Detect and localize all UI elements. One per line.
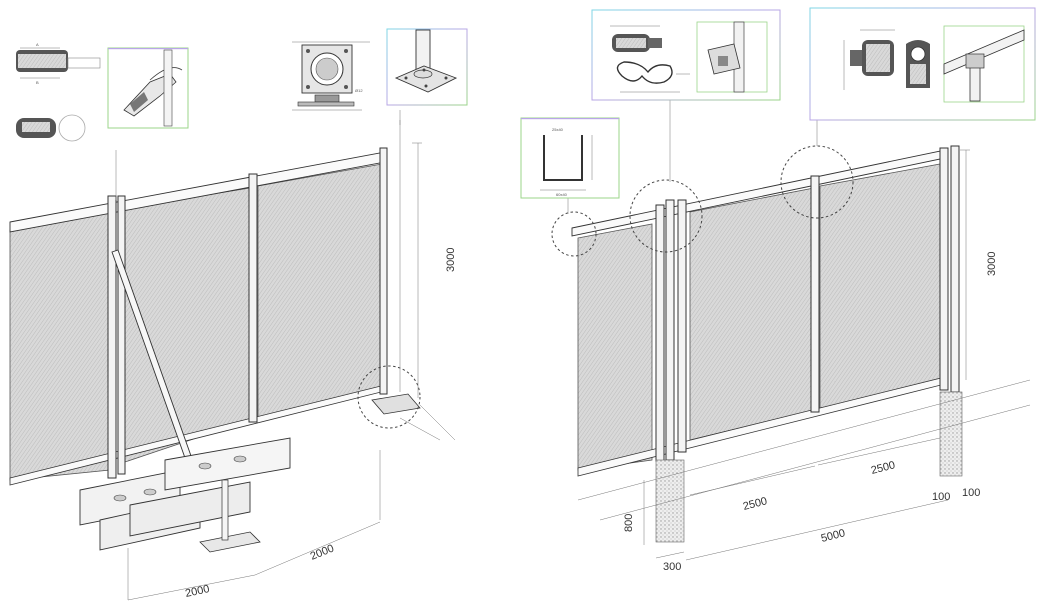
left-post-3 bbox=[248, 173, 258, 423]
right-foundation-depth: 800 bbox=[623, 514, 635, 532]
right-post-3 bbox=[677, 199, 687, 453]
right-detail-tee-inset bbox=[809, 7, 1036, 121]
left-detail-clamp-inset bbox=[107, 47, 189, 129]
right-end-offset-right: 100 bbox=[962, 487, 980, 499]
right-post-6 bbox=[950, 145, 960, 393]
left-detail-baseplate-top: Ø12 bbox=[292, 41, 370, 111]
right-tee-callout-circle bbox=[780, 145, 854, 219]
svg-text:60x40: 60x40 bbox=[556, 192, 568, 197]
right-panel-width-left: 2500 bbox=[742, 495, 769, 513]
right-mesh-panel-2 bbox=[689, 187, 815, 441]
left-width-dimension-bottom: 2000 bbox=[184, 583, 210, 600]
svg-text:25x40: 25x40 bbox=[552, 127, 564, 132]
right-post-5 bbox=[939, 147, 949, 391]
right-mesh-panel-1 bbox=[577, 223, 653, 471]
right-total-width: 5000 bbox=[820, 527, 847, 545]
right-mesh-panel-3 bbox=[819, 163, 941, 409]
left-brace-post-foot bbox=[221, 479, 229, 541]
right-post-2 bbox=[665, 199, 675, 461]
right-post-1 bbox=[655, 204, 665, 462]
left-mesh-panel-1 bbox=[9, 209, 111, 481]
left-detail-baseplate-iso bbox=[386, 28, 468, 106]
left-post-2 bbox=[117, 195, 126, 475]
right-foundation-width: 300 bbox=[663, 561, 681, 573]
svg-text:B: B bbox=[36, 80, 39, 85]
right-fence-view: 3000 2500 2500 5000 100 100 800 300 bbox=[551, 100, 1031, 573]
left-width-dimension-right: 2000 bbox=[309, 542, 336, 562]
right-end-offset-left: 100 bbox=[932, 491, 950, 503]
left-ground-plate bbox=[371, 393, 421, 415]
left-post-4 bbox=[379, 147, 388, 395]
svg-text:A: A bbox=[36, 42, 39, 47]
right-rail-callout-circle bbox=[551, 211, 597, 257]
right-post-4 bbox=[810, 175, 820, 413]
right-panel-width-right: 2500 bbox=[870, 459, 897, 477]
svg-text:Ø12: Ø12 bbox=[355, 88, 363, 93]
left-base-plate bbox=[199, 531, 261, 553]
left-post-1 bbox=[107, 195, 117, 479]
right-detail-clamp-inset bbox=[591, 9, 781, 101]
left-detail-fitting-profile: A B bbox=[16, 42, 101, 142]
left-baseplate-callout-circle bbox=[357, 365, 421, 429]
right-foundation-left bbox=[655, 459, 685, 543]
left-height-dimension: 3000 bbox=[445, 248, 457, 272]
right-height-dimension: 3000 bbox=[986, 252, 998, 276]
left-concrete-blocks bbox=[79, 437, 291, 551]
right-detail-rail-profile: 60x40 25x40 bbox=[520, 117, 620, 199]
left-fence-view: 3000 2000 2000 bbox=[9, 110, 457, 601]
right-foundation-right bbox=[939, 391, 963, 477]
right-clamp-callout-circle bbox=[629, 179, 703, 253]
